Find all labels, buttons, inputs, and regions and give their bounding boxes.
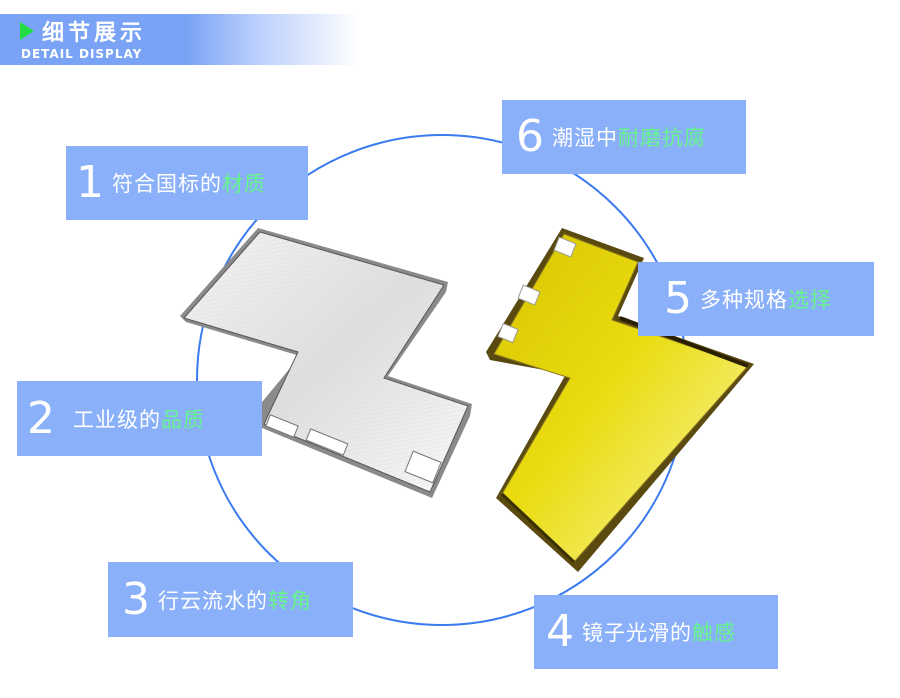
feature-highlight: 选择 — [788, 288, 832, 312]
feature-label-4: 4 镜子光滑的 触感 — [534, 595, 778, 669]
section-title: 细节展示 — [20, 17, 147, 46]
feature-number: 4 — [546, 606, 574, 657]
feature-number: 6 — [516, 111, 544, 162]
feature-number: 1 — [76, 157, 104, 208]
play-triangle-icon — [20, 22, 34, 40]
feature-text: 行云流水的 — [158, 588, 268, 613]
feature-highlight: 材质 — [222, 172, 266, 196]
feature-highlight: 触感 — [692, 621, 736, 645]
silver-plate — [180, 228, 472, 498]
section-subtitle: DETAIL DISPLAY — [21, 47, 143, 61]
section-title-text: 细节展示 — [42, 21, 147, 46]
feature-highlight: 转角 — [268, 588, 312, 613]
feature-text: 工业级的 — [73, 407, 161, 432]
feature-highlight: 耐磨抗腐 — [618, 126, 706, 150]
feature-text: 潮湿中 — [552, 126, 618, 150]
feature-label-2: 2 工业级的 品质 — [17, 381, 262, 456]
feature-label-1: 1 符合国标的 材质 — [66, 146, 308, 220]
feature-label-5: 5 多种规格 选择 — [638, 262, 874, 336]
feature-number: 3 — [122, 573, 150, 625]
feature-number: 2 — [27, 392, 55, 444]
header-band — [0, 14, 360, 65]
feature-text: 镜子光滑的 — [582, 621, 692, 645]
feature-highlight: 品质 — [161, 407, 205, 432]
feature-text: 多种规格 — [700, 288, 788, 312]
feature-label-3: 3 行云流水的 转角 — [108, 562, 353, 637]
feature-number: 5 — [664, 273, 692, 324]
feature-text: 符合国标的 — [112, 172, 222, 196]
feature-label-6: 6 潮湿中 耐磨抗腐 — [502, 100, 746, 174]
